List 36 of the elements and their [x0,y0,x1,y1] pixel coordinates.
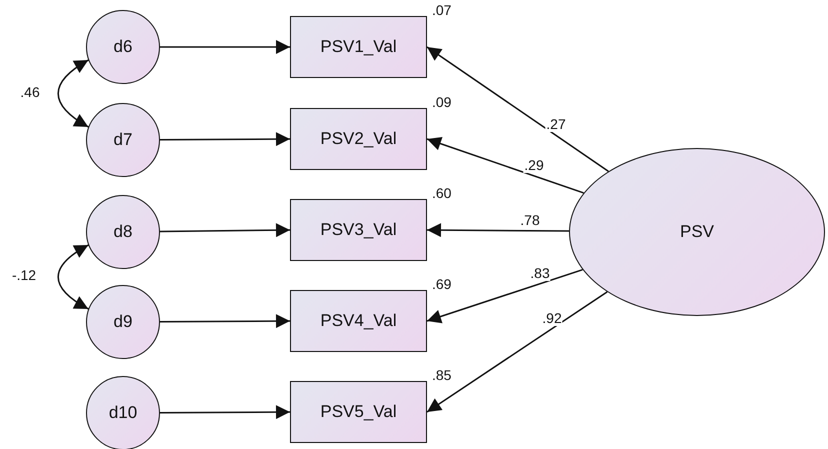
arrow [426,291,608,413]
covariance-arrow [58,59,89,128]
arrow [426,269,583,324]
edge-label: .27 [545,116,567,132]
arrow [160,405,290,420]
covariance-arrow [57,244,89,310]
observed-variable-box [290,199,427,261]
variable-name: d6 [114,37,132,57]
r-squared-value: .09 [432,94,452,110]
observed-variable-box [290,108,427,170]
r-squared-value: .07 [432,2,452,18]
variable-name: PSV5_Val [320,402,397,422]
arrow [160,132,290,146]
observed-variable-box [290,16,427,78]
variable-name: d8 [114,222,132,242]
variable-name: PSV1_Val [320,37,397,57]
r-squared-value: .85 [432,367,452,383]
variable-name: d9 [114,312,132,332]
arrow [160,40,290,54]
variable-name: PSV2_Val [320,129,397,149]
arrow [427,223,570,238]
arrow [160,223,290,238]
edge-label: .46 [19,84,41,100]
variable-name: PSV [680,222,714,242]
variable-name: PSV3_Val [320,220,397,240]
variable-name: PSV4_Val [320,311,397,331]
observed-variable-box [290,381,427,443]
arrow [426,46,609,172]
arrow [426,136,584,194]
variable-name: d10 [108,403,138,423]
arrow [160,314,290,328]
r-squared-value: .60 [432,185,452,201]
edge-label: -.12 [10,267,38,283]
observed-variable-box [290,290,427,352]
variable-name: d7 [114,130,132,150]
r-squared-value: .69 [432,276,452,292]
